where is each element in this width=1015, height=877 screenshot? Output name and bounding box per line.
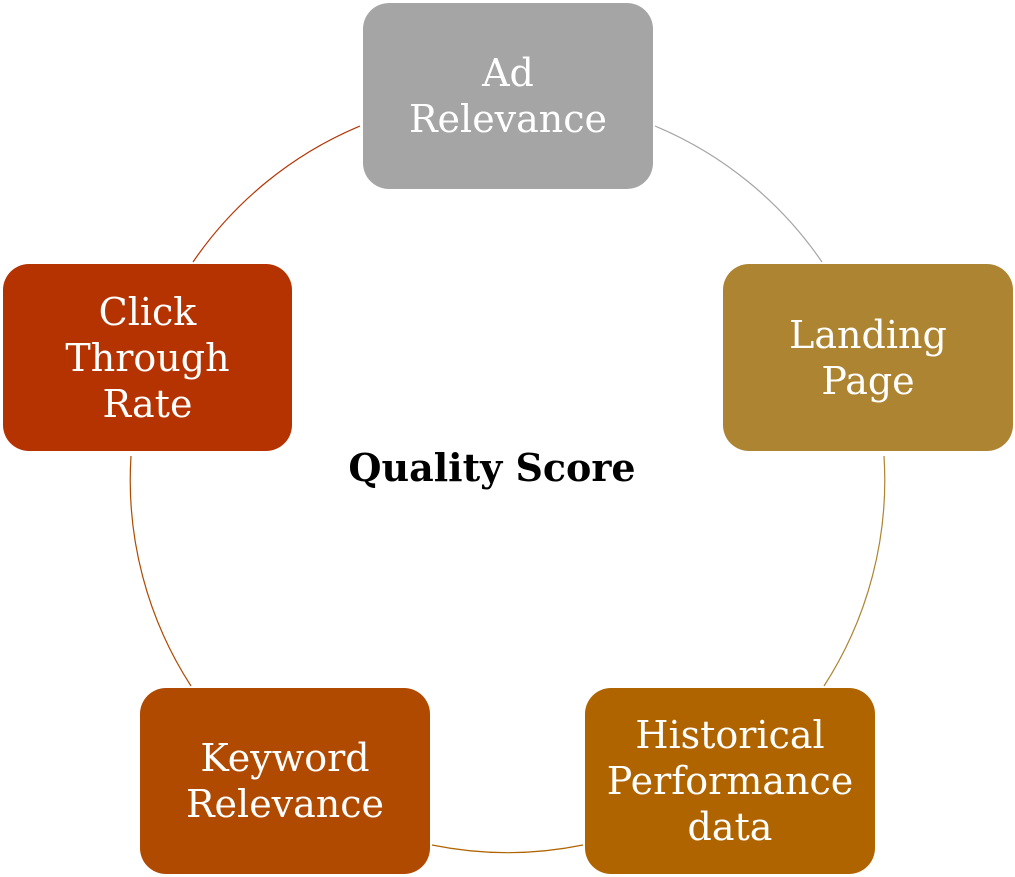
node-landing-line-2: Page (821, 358, 915, 403)
node-click-through-rate: Click Through Rate (3, 264, 292, 451)
node-keyword-line-2: Relevance (185, 782, 385, 826)
node-ctr-line-1: Click (98, 289, 197, 334)
node-landing-page: Landing Page (723, 264, 1013, 451)
node-historical-line-2: Performance (606, 759, 854, 803)
node-historical-line-3: data (687, 805, 773, 849)
node-historical-line-1: Historical (635, 713, 825, 757)
node-ctr-line-3: Rate (102, 381, 193, 426)
node-keyword-line-1: Keyword (200, 736, 370, 780)
arc-ctr-to-ad (192, 125, 361, 263)
node-historical-performance-data: Historical Performance data (585, 688, 875, 874)
node-ad-line-1: Ad (482, 51, 534, 95)
arc-keyword-to-ctr (129, 455, 192, 687)
node-ad-line-2: Relevance (408, 97, 608, 141)
arc-historical-to-keyword (431, 844, 584, 854)
node-keyword-relevance: Keyword Relevance (140, 688, 430, 874)
center-title: Quality Score (348, 445, 636, 490)
arc-landing-to-historical (823, 455, 886, 687)
node-ad-relevance: Ad Relevance (363, 3, 653, 189)
arc-ad-to-landing (654, 125, 823, 263)
node-landing-line-1: Landing (789, 312, 947, 357)
node-ctr-line-2: Through (65, 335, 230, 380)
